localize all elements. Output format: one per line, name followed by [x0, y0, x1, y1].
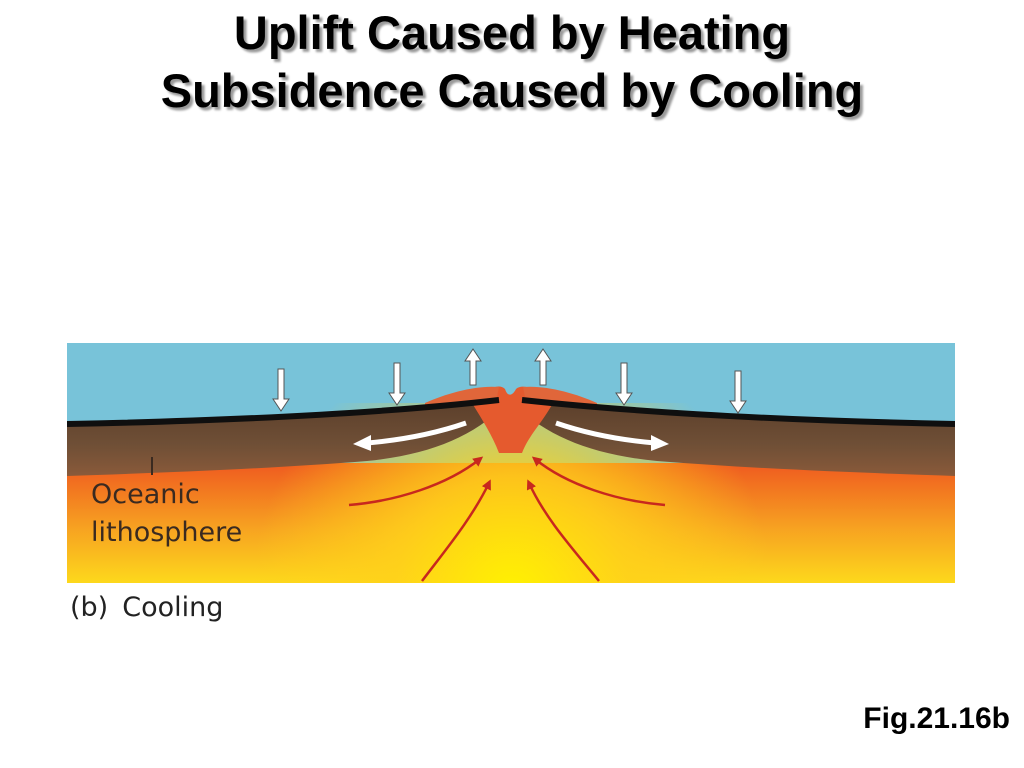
title-line-1: Uplift Caused by Heating [233, 6, 791, 59]
left-ridge-flank [425, 386, 499, 405]
uplift-arrow-left [464, 348, 482, 386]
subsidence-arrow-2 [388, 362, 406, 406]
caption-text: Cooling [122, 592, 224, 623]
right-ridge-flank [523, 386, 597, 405]
subsidence-arrow-4 [729, 370, 747, 414]
uplift-arrow-right [534, 348, 552, 386]
title-line-2: Subsidence Caused by Cooling [160, 64, 864, 117]
red-arrow-left-outer [348, 456, 484, 507]
right-lithosphere-plate [515, 398, 955, 476]
slide-title: Uplift Caused by Heating Subsidence Caus… [0, 4, 1024, 120]
subsidence-arrow-3 [615, 362, 633, 406]
red-arrow-right-outer [531, 456, 666, 507]
figure-reference: Fig.21.16b [863, 702, 1010, 735]
label-line-1: Oceanic [91, 479, 200, 510]
ridge-cooling-diagram [67, 343, 955, 583]
subsidence-arrow-1 [272, 368, 290, 412]
red-arrow-left-inner [421, 479, 491, 582]
spreading-arrow-left [353, 420, 467, 451]
red-arrow-right-inner [526, 479, 600, 582]
figure-caption: (b) Cooling [70, 592, 237, 623]
oceanic-lithosphere-label: Oceanic lithosphere [91, 476, 242, 552]
label-line-2: lithosphere [91, 517, 243, 548]
left-lithosphere-plate [67, 398, 505, 476]
right-crust-line [521, 397, 955, 427]
caption-letter: (b) [70, 592, 109, 623]
spreading-arrow-right [555, 420, 669, 451]
left-crust-line [67, 397, 500, 427]
diagram-canvas [67, 343, 955, 583]
